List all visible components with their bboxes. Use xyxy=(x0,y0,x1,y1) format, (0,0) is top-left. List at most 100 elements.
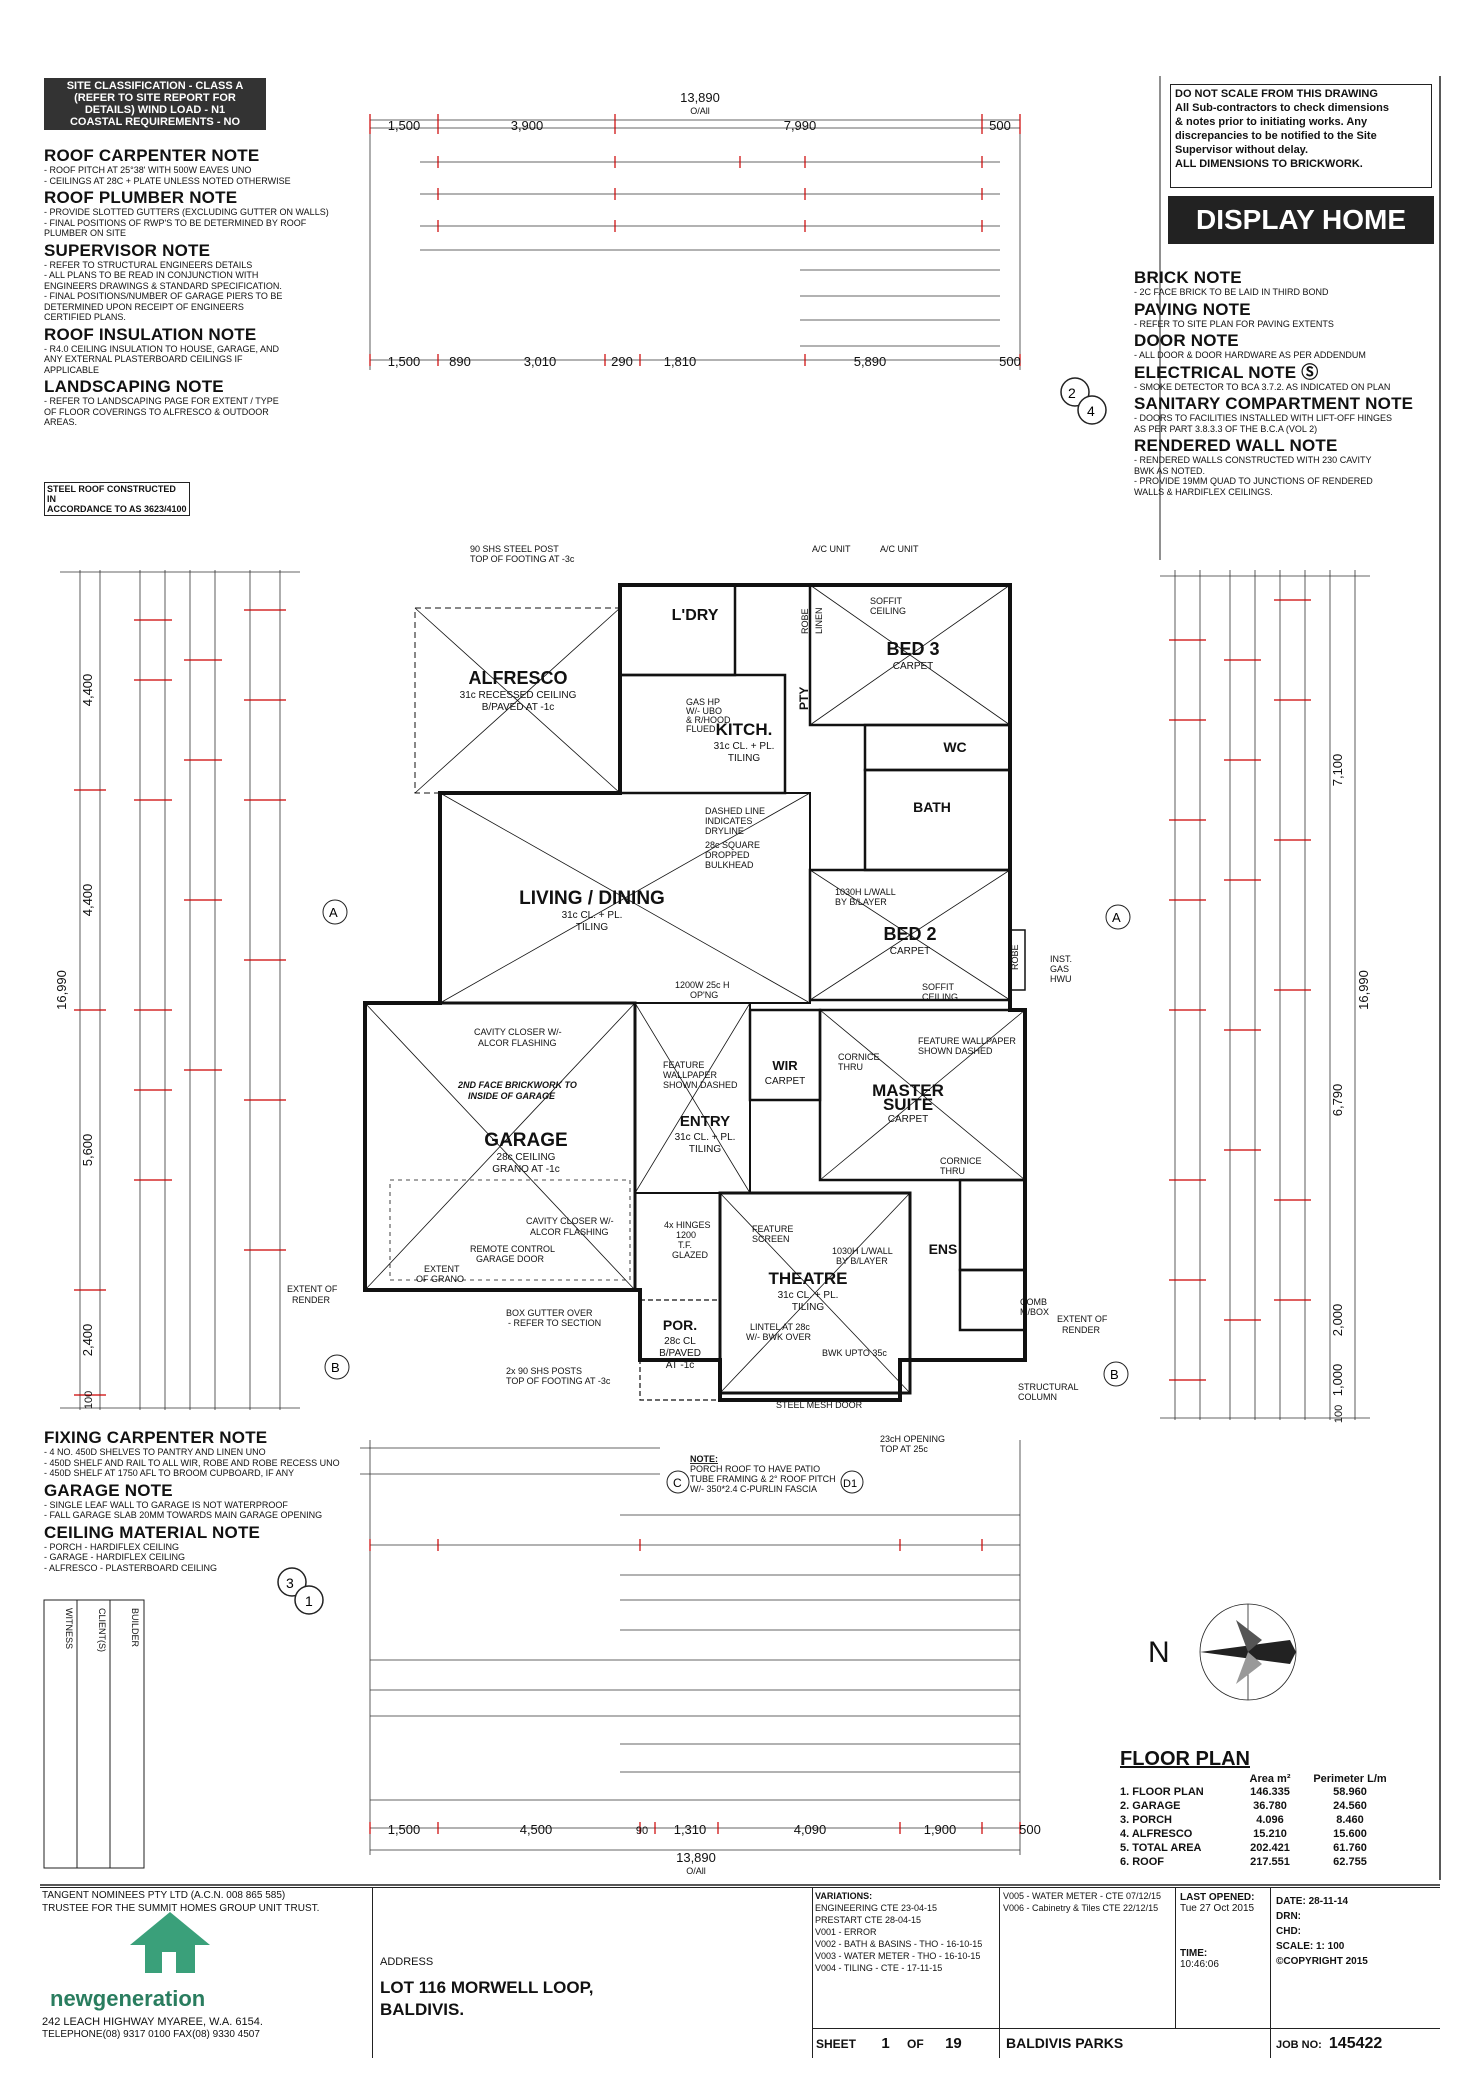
svg-text:PORCH ROOF TO HAVE PATIO: PORCH ROOF TO HAVE PATIO xyxy=(690,1464,820,1474)
top-dim: 1,500 xyxy=(388,354,421,369)
note-line: - 2c FACE BRICK TO BE LAID IN THIRD BOND xyxy=(1134,287,1329,297)
note-line: - FINAL POSITIONS OF RWP'S TO BE DETERMI… xyxy=(44,217,307,228)
company-line: TRUSTEE FOR THE SUMMIT HOMES GROUP UNIT … xyxy=(42,1903,320,1914)
svg-text:2x 90 SHS POSTS: 2x 90 SHS POSTS xyxy=(506,1366,582,1376)
of-label: OF xyxy=(907,2037,924,2051)
room-name: LIVING / DINING xyxy=(519,888,665,909)
note-line: AREAS. xyxy=(44,417,78,427)
plan-annotations: 90 SHS STEEL POST TOP OF FOOTING AT -3c … xyxy=(287,544,1108,1454)
svg-text:90 SHS STEEL POST: 90 SHS STEEL POST xyxy=(470,544,559,554)
left-dim-text: 16,990 4,400 4,400 5,600 2,400 100 xyxy=(54,674,95,1409)
svg-text:28c SQUARE: 28c SQUARE xyxy=(705,840,760,850)
svg-text:FEATURE WALLPAPER: FEATURE WALLPAPER xyxy=(918,1036,1016,1046)
svg-text:COLUMN: COLUMN xyxy=(1018,1392,1057,1402)
last-opened-cell: LAST OPENED: Tue 27 Oct 2015 TIME: 10:46… xyxy=(1176,1888,1271,2028)
room-name: BED 3 xyxy=(886,639,939,659)
note-line: - REFER TO STRUCTURAL ENGINEERS DETAILS xyxy=(44,259,253,270)
steel-roof-line: ACCORDANCE TO AS 3623/4100 xyxy=(47,504,187,514)
svg-text:CORNICE: CORNICE xyxy=(940,1156,982,1166)
fp-cell: 8.460 xyxy=(1336,1814,1364,1826)
job-cell: JOB NO: 145422 xyxy=(1271,2028,1440,2058)
note-heading: SUPERVISOR NOTE xyxy=(44,240,211,260)
room-name: THEATRE xyxy=(768,1269,847,1288)
svg-text:EXTENT: EXTENT xyxy=(424,1264,460,1274)
svg-text:4x HINGES: 4x HINGES xyxy=(664,1220,711,1230)
top-dimensions xyxy=(369,119,1021,370)
note-line: - ALL PLANS TO BE READ IN CONJUNCTION WI… xyxy=(44,270,259,280)
room-sub: TILING xyxy=(576,922,608,933)
svg-text:STEEL MESH DOOR: STEEL MESH DOOR xyxy=(776,1400,863,1410)
right-dim: 100 xyxy=(1333,1405,1345,1423)
variation-line: ENGINEERING CTE 23-04-15 xyxy=(815,1903,938,1913)
note-heading: BRICK NOTE xyxy=(1134,268,1242,287)
dns-line: Supervisor without delay. xyxy=(1175,144,1309,156)
note-line: - DOORS TO FACILITIES INSTALLED WITH LIF… xyxy=(1134,413,1393,423)
right-dim: 1,000 xyxy=(1330,1364,1345,1397)
svg-text:D1: D1 xyxy=(843,1478,857,1490)
note-heading: SANITARY COMPARTMENT NOTE xyxy=(1134,394,1414,413)
svg-text:1030H L/WALL: 1030H L/WALL xyxy=(835,887,896,897)
svg-text:1: 1 xyxy=(305,1593,313,1609)
room-name: BED 2 xyxy=(883,924,936,944)
room-sub: 31c CL. + PL. xyxy=(778,1290,839,1301)
section-marker-b-right: B xyxy=(1103,1361,1129,1387)
floor-plan-title: FLOOR PLAN xyxy=(1120,1748,1250,1770)
svg-text:T.F.: T.F. xyxy=(678,1240,692,1250)
right-dim: 7,100 xyxy=(1330,754,1345,787)
top-dim: 290 xyxy=(611,354,633,369)
variations-label: VARIATIONS: xyxy=(815,1891,873,1901)
svg-text:GAS HP: GAS HP xyxy=(686,697,720,707)
fp-cell: 4.096 xyxy=(1256,1814,1284,1826)
north-label: N xyxy=(1148,1636,1170,1669)
svg-text:DASHED LINE: DASHED LINE xyxy=(705,806,765,816)
date-value: DATE: 28-11-14 xyxy=(1276,1896,1349,1907)
room-sub: 31c CL. + PL. xyxy=(562,910,623,921)
svg-text:CLIENT(S): CLIENT(S) xyxy=(97,1608,107,1652)
fp-cell: 36.780 xyxy=(1253,1800,1287,1812)
note-heading: ROOF PLUMBER NOTE xyxy=(44,188,238,207)
left-dim: 5,600 xyxy=(80,1134,95,1167)
note-heading: GARAGE NOTE xyxy=(44,1480,173,1500)
address-cell: ADDRESS LOT 116 MORWELL LOOP, BALDIVIS. xyxy=(372,1888,813,2058)
note-line: - PROVIDE SLOTTED GUTTERS (EXCLUDING GUT… xyxy=(44,207,329,217)
bottom-dimensions xyxy=(360,1440,1021,1855)
room-sub: 31c CL. + PL. xyxy=(675,1132,736,1143)
svg-text:RENDER: RENDER xyxy=(292,1295,331,1305)
date-cell: DATE: 28-11-14 DRN: CHD: SCALE: 1: 100 ©… xyxy=(1271,1888,1440,2028)
porch-note: NOTE: PORCH ROOF TO HAVE PATIO TUBE FRAM… xyxy=(690,1454,836,1494)
copyright-value: ©COPYRIGHT 2015 xyxy=(1276,1956,1368,1967)
note-line: ANY EXTERNAL PLASTERBOARD CEILINGS IF xyxy=(44,354,243,364)
right-dim-text: 16,990 7,100 6,790 2,000 1,000 100 xyxy=(1330,754,1371,1423)
svg-text:ALCOR FLASHING: ALCOR FLASHING xyxy=(478,1038,557,1048)
section-marker-d1: D1 xyxy=(840,1470,864,1494)
bottom-overall: 13,890 xyxy=(676,1850,716,1865)
fp-cell: 3. PORCH xyxy=(1120,1814,1172,1826)
room-sub: 31c RECESSED CEILING xyxy=(460,690,577,701)
svg-text:A/C UNIT: A/C UNIT xyxy=(812,544,851,554)
section-num: 2 xyxy=(1068,385,1076,401)
svg-text:3: 3 xyxy=(286,1575,294,1591)
steel-roof-line: STEEL ROOF CONSTRUCTED IN xyxy=(47,484,176,504)
svg-text:CORNICE: CORNICE xyxy=(838,1052,880,1062)
svg-text:WALLPAPER: WALLPAPER xyxy=(663,1070,718,1080)
room-name: BATH xyxy=(913,799,951,815)
dns-line: & notes prior to initiating works. Any xyxy=(1175,116,1368,128)
top-dim: 890 xyxy=(449,354,471,369)
dns-line: ALL DIMENSIONS TO BRICKWORK. xyxy=(1175,158,1363,170)
svg-text:- REFER TO SECTION: - REFER TO SECTION xyxy=(508,1318,601,1328)
room-sub: 31c CL. + PL. xyxy=(714,741,775,752)
svg-text:B: B xyxy=(331,1360,340,1375)
note-heading: RENDERED WALL NOTE xyxy=(1134,436,1338,455)
svg-text:B: B xyxy=(1110,1367,1119,1382)
variation-line: V006 - Cabinetry & Tiles CTE 22/12/15 xyxy=(1003,1903,1159,1913)
variation-line: V004 - TILING - CTE - 17-11-15 xyxy=(815,1963,943,1973)
room-sub: CARPET xyxy=(890,946,931,957)
bottom-dim: 4,090 xyxy=(794,1822,827,1837)
note-line: PLUMBER ON SITE xyxy=(44,228,127,238)
top-dim-text: 13,890 O/All 1,500 3,900 7,990 500 1,500… xyxy=(388,90,1021,369)
bottom-dim-text: 1,500 4,500 90 1,310 4,090 1,900 500 13,… xyxy=(388,1822,1041,1876)
